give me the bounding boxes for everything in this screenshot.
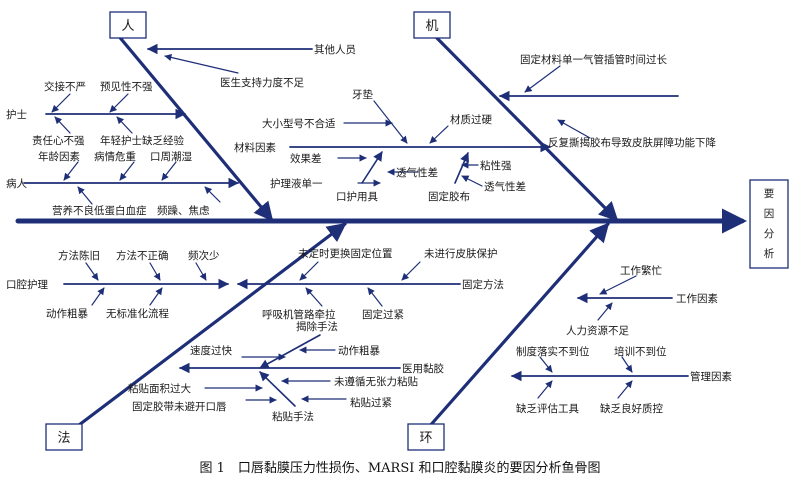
label-doctor: 医生支持力度不足	[220, 76, 304, 89]
label-old: 方法陈旧	[58, 249, 100, 262]
label-rough2: 动作粗暴	[338, 345, 380, 357]
category-box-huan	[407, 423, 445, 451]
label-tape-repeat: 反复撕揭胶布导致皮肤屏障功能下降	[548, 136, 716, 149]
label-oral: 口腔护理	[6, 278, 48, 291]
label-tube: 固定材料单一气管插管时间过长	[520, 53, 667, 66]
label-notime: 未定时更换固定位置	[298, 247, 393, 260]
label-lack: 人力资源不足	[566, 324, 629, 337]
category-ji: 机	[425, 19, 438, 34]
label-remove: 揭除手法	[296, 320, 338, 333]
label-stick-tech: 粘贴手法	[272, 410, 314, 423]
category-fa: 法	[57, 431, 70, 446]
label-train: 培训不到位	[614, 345, 667, 358]
figure-caption: 图 1 口唇黏膜压力性损伤、MARSI 和口腔黏膜炎的要因分析鱼骨图	[199, 460, 600, 476]
label-notension: 未遵循无张力粘贴	[334, 375, 418, 388]
label-size: 大小型号不合适	[262, 117, 336, 130]
label-pat-c2: 病情危重	[94, 150, 136, 163]
label-tape-med: 医用黏胶	[402, 362, 444, 375]
effect-char-1: 要	[764, 188, 775, 200]
effect-char-2: 因	[764, 208, 775, 220]
label-pat-c1: 年龄因素	[38, 150, 80, 163]
effect-char-3: 分	[764, 228, 775, 240]
label-nurse-c1: 交接不严	[44, 80, 86, 93]
label-fast: 速度过快	[190, 344, 232, 357]
label-freq: 频次少	[188, 249, 220, 262]
label-mgmt: 管理因素	[690, 370, 732, 383]
label-fix: 固定方法	[462, 278, 504, 291]
label-stick-tight: 粘贴过紧	[350, 396, 392, 409]
category-huan: 环	[419, 431, 432, 446]
label-oral-tool: 口护用具	[336, 190, 378, 203]
label-nurse: 护士	[6, 108, 27, 121]
sub-remove	[259, 334, 321, 369]
label-tape: 固定胶布	[428, 190, 470, 203]
effect-box	[749, 179, 789, 269]
label-policy: 制度落实不到位	[516, 345, 590, 358]
label-work: 工作因素	[676, 292, 718, 305]
label-busy: 工作繁忙	[620, 264, 662, 277]
label-pad: 牙垫	[352, 88, 373, 101]
category-box-fa	[45, 423, 83, 451]
label-breath2: 透气性差	[484, 180, 526, 193]
bone-ren	[110, 26, 274, 222]
label-material: 材料因素	[234, 141, 276, 154]
label-avoid: 固定胶带未避开口唇	[132, 400, 227, 413]
label-pat-c4: 营养不良低蛋白血症 频躁、焦虑	[52, 204, 210, 217]
label-nostd: 无标准化流程	[106, 307, 169, 320]
label-wrong: 方法不正确	[116, 249, 169, 262]
label-other: 其他人员	[314, 43, 356, 56]
label-eval: 缺乏评估工具	[516, 402, 579, 415]
label-area: 粘贴面积过大	[128, 382, 191, 395]
bone-huan	[426, 222, 610, 430]
category-box-ren	[109, 11, 147, 39]
label-nurse-c2: 预见性不强	[100, 80, 153, 93]
bone-fa	[73, 222, 347, 430]
label-single: 护理液单一	[270, 177, 323, 190]
effect-char-4: 析	[764, 247, 775, 260]
label-effect-poor: 效果差	[290, 152, 322, 165]
label-patient: 病人	[6, 177, 27, 190]
label-pull: 呼吸机管路牵拉	[262, 308, 336, 321]
category-box-ji	[413, 11, 451, 39]
label-sticky: 粘性强	[480, 159, 512, 172]
label-hard: 材质过硬	[450, 113, 492, 126]
category-ren: 人	[121, 19, 134, 34]
sub-doctor	[164, 53, 239, 74]
label-rough1: 动作粗暴	[46, 308, 88, 320]
label-noskin: 未进行皮肤保护	[424, 247, 498, 260]
bone-ji	[425, 26, 619, 222]
label-nurse-c4: 年轻护士缺乏经验	[100, 134, 184, 147]
label-breath1: 透气性差	[396, 166, 438, 179]
label-nurse-c3: 责任心不强	[32, 134, 85, 147]
label-qc: 缺乏良好质控	[600, 402, 663, 415]
label-tight: 固定过紧	[362, 308, 404, 321]
label-pat-c3: 口周潮湿	[150, 150, 192, 163]
sub-stick	[259, 371, 296, 407]
